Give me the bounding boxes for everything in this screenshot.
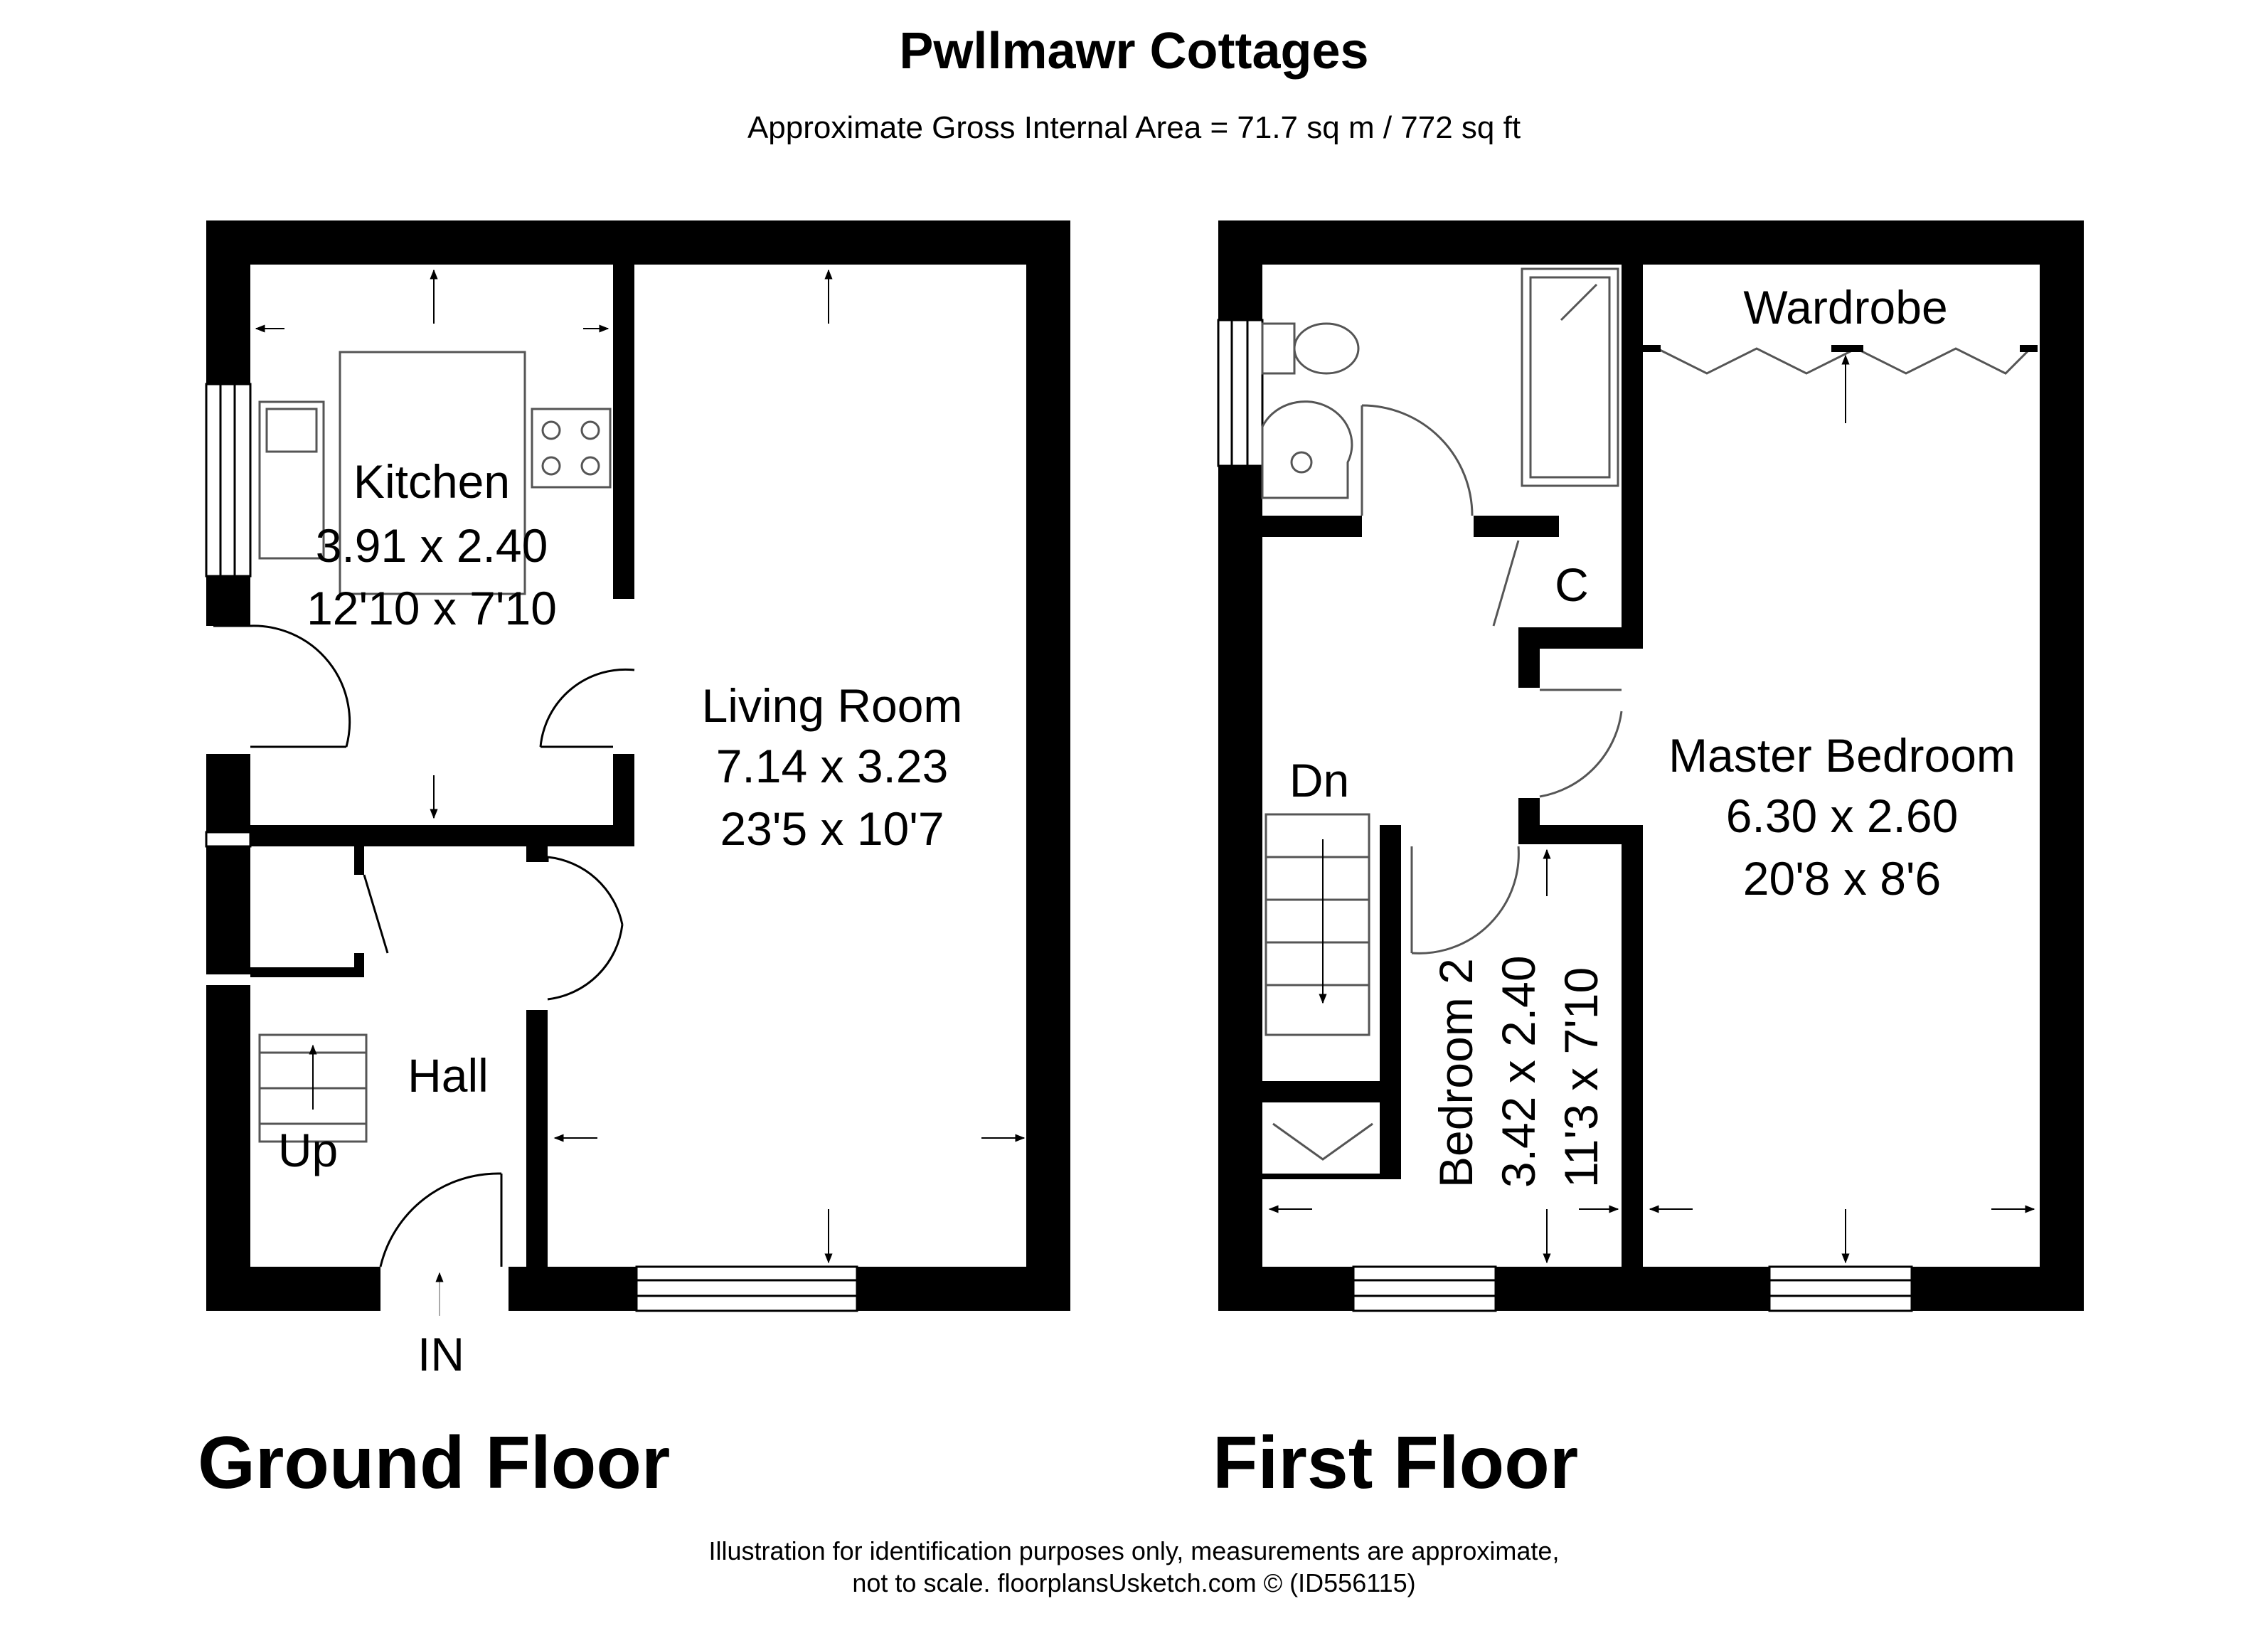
living-room-imperial: 23'5 x 10'7 [720,802,944,855]
hall-name: Hall [408,1049,489,1102]
wardrobe-rail-blocks [1643,345,2038,352]
first-floor-fixtures [1261,267,2032,1161]
footer-disclaimer-line2: not to scale. floorplansUsketch.com © (I… [852,1568,1416,1597]
living-room-metric: 7.14 x 3.23 [716,740,949,792]
master-bedroom-metric: 6.30 x 2.60 [1726,789,1959,842]
cupboard-label: C [1555,558,1589,611]
entrance-label: IN [417,1328,464,1381]
gross-area-subtitle: Approximate Gross Internal Area = 71.7 s… [747,110,1521,145]
bedroom2-metric: 3.42 x 2.40 [1492,955,1545,1188]
living-room-name: Living Room [702,679,963,732]
ground-floor-windows [205,383,858,1312]
stairs-up-label: Up [278,1124,338,1176]
kitchen-metric: 3.91 x 2.40 [316,519,548,572]
bedroom2-imperial: 11'3 x 7'10 [1555,967,1607,1188]
ground-floor-name: Ground Floor [198,1422,671,1504]
first-floor-windows [1217,319,1913,1312]
first-floor-name: First Floor [1213,1422,1579,1504]
ground-floor-doors [213,624,635,1267]
ground-floor-dimension-arrows [255,269,1026,1316]
first-floor-walls [1218,220,2084,1311]
kitchen-imperial: 12'10 x 7'10 [307,582,557,634]
stairs-down-label: Dn [1289,754,1349,807]
master-bedroom-name: Master Bedroom [1668,729,2016,782]
plan-title: Pwllmawr Cottages [899,23,1369,80]
wardrobe-label: Wardrobe [1743,281,1947,334]
footer-disclaimer-line1: Illustration for identification purposes… [708,1536,1560,1565]
ground-floor-walls [206,220,1070,1311]
bedroom2-name: Bedroom 2 [1430,958,1482,1188]
master-bedroom-imperial: 20'8 x 8'6 [1743,852,1941,905]
first-floor-dimension-arrows [1268,354,2035,1264]
kitchen-name: Kitchen [353,455,510,508]
